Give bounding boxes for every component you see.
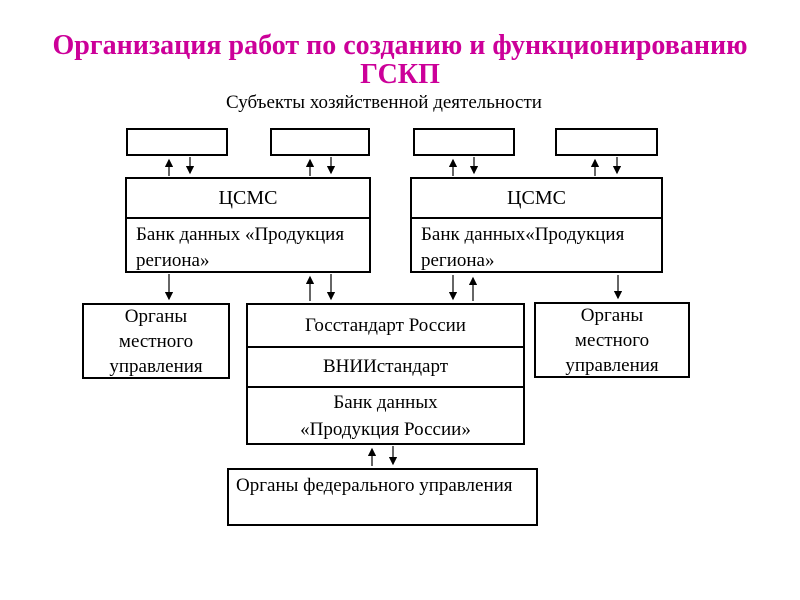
gosstandart-box: Госстандарт России ВНИИстандарт Банк дан…: [246, 303, 525, 445]
top-empty-box-2: [270, 128, 370, 156]
local-authorities-right-label: Органы местного управления: [565, 304, 659, 376]
russia-databank-label: Банк данных «Продукция России»: [300, 391, 471, 440]
slide-title: Организация работ по созданию и функцион…: [0, 31, 800, 89]
cmsc-left-box: ЦСМС Банк данных «Продукция региона»: [125, 177, 371, 273]
russia-databank-row: Банк данных «Продукция России»: [248, 388, 523, 443]
slide-title-line2: ГСКП: [360, 59, 440, 90]
gosstandart-row: Госстандарт России: [248, 305, 523, 348]
local-authorities-left-box: Органы местного управления: [82, 303, 230, 379]
top-empty-box-1: [126, 128, 228, 156]
local-authorities-left-label: Органы местного управления: [109, 305, 203, 377]
top-empty-box-4: [555, 128, 658, 156]
vniistandart-row: ВНИИстандарт: [248, 348, 523, 388]
federal-authorities-box: Органы федерального управления: [227, 468, 538, 526]
cmsc-right-header: ЦСМС: [412, 179, 661, 219]
local-authorities-right-box: Органы местного управления: [534, 302, 690, 378]
diagram-subtitle: Субъекты хозяйственной деятельности: [226, 92, 542, 113]
cmsc-right-box: ЦСМС Банк данных«Продукция региона»: [410, 177, 663, 273]
cmsc-left-header: ЦСМС: [127, 179, 369, 219]
top-empty-box-3: [413, 128, 515, 156]
cmsc-left-databank: Банк данных «Продукция региона»: [136, 224, 345, 271]
cmsc-right-databank: Банк данных«Продукция региона»: [421, 224, 625, 271]
slide-title-line1: Организация работ по созданию и функцион…: [52, 30, 748, 61]
